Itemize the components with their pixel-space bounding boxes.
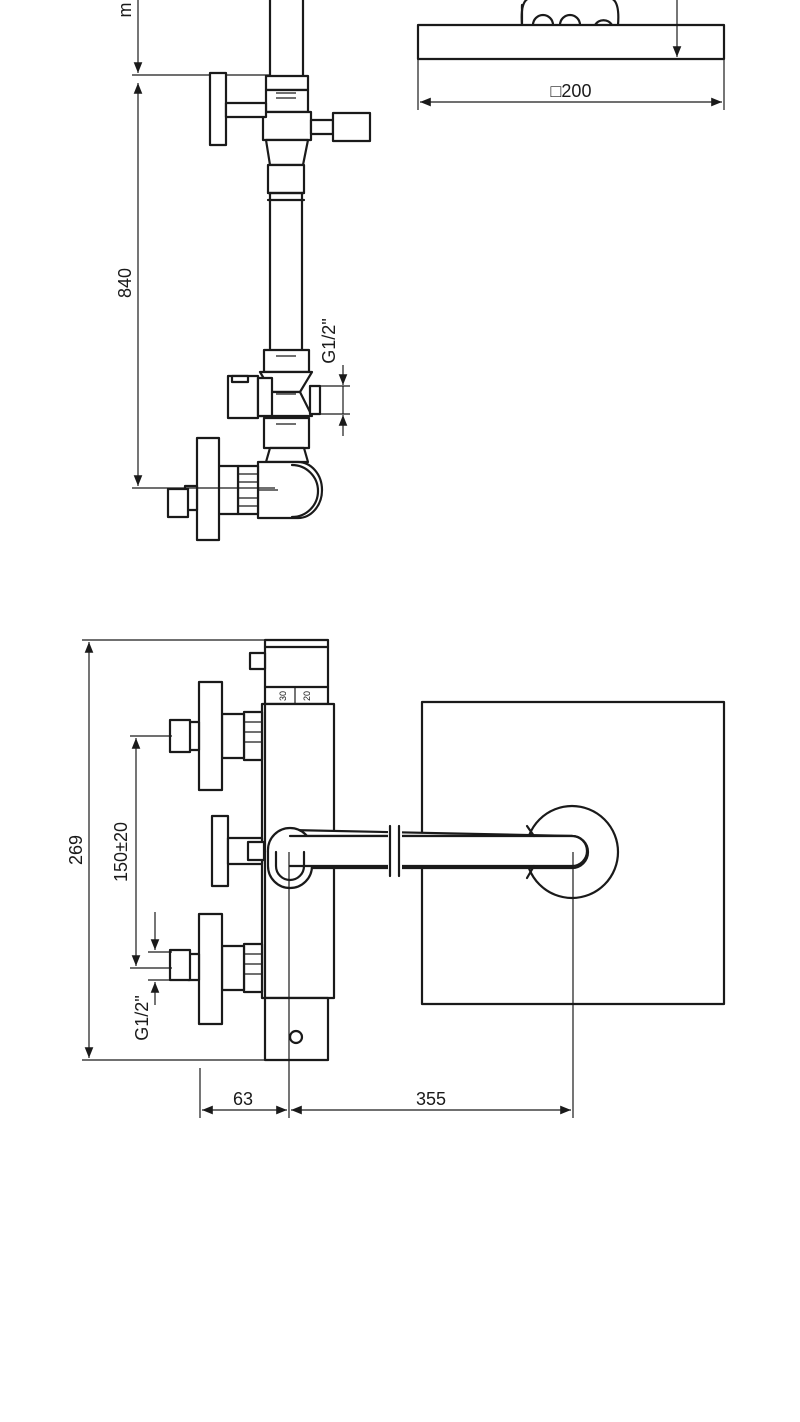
side-view: m (115, 0, 726, 542)
depth-label-63: 63 (233, 1089, 253, 1109)
temp-scale-30: 30 (278, 691, 288, 701)
diverter-knob-right (309, 111, 372, 143)
shower-arm (266, 824, 590, 890)
arm-length-label-355: 355 (416, 1089, 446, 1109)
shower-head-side (416, 0, 726, 61)
height-label-840: 840 (115, 268, 135, 298)
total-height-dimension (82, 639, 265, 1061)
top-dimension-fragment: m (115, 3, 135, 18)
thread-dimension-front (148, 912, 172, 1005)
pipe-connector-middle (226, 348, 322, 450)
head-size-label: □200 (551, 81, 592, 101)
temp-scale-20: 20 (302, 691, 312, 701)
spacing-label: 150±20 (111, 822, 131, 882)
riser-pipe-long (266, 191, 306, 352)
diverter-knob-front (210, 814, 266, 888)
diverter-body (261, 74, 313, 195)
mixer-body-side (166, 436, 324, 542)
head-size-dimension (417, 59, 725, 110)
thread-label-front: G1/2" (132, 995, 152, 1040)
thermostat-knob: 30 20 (248, 638, 330, 706)
bottom-dimensions (199, 852, 574, 1118)
height-dimension-840 (132, 83, 275, 489)
bottom-screw (288, 1029, 304, 1045)
thread-dimension-side (310, 365, 350, 436)
diverter-knob-left (208, 71, 268, 147)
riser-pipe-top (268, 0, 305, 78)
spacing-dimension (130, 735, 172, 969)
total-height-label: 269 (66, 835, 86, 865)
front-view: 30 20 (66, 638, 726, 1118)
thread-label-side: G1/2" (319, 318, 339, 363)
inlet-upper (168, 680, 264, 792)
inlet-lower (168, 912, 264, 1026)
